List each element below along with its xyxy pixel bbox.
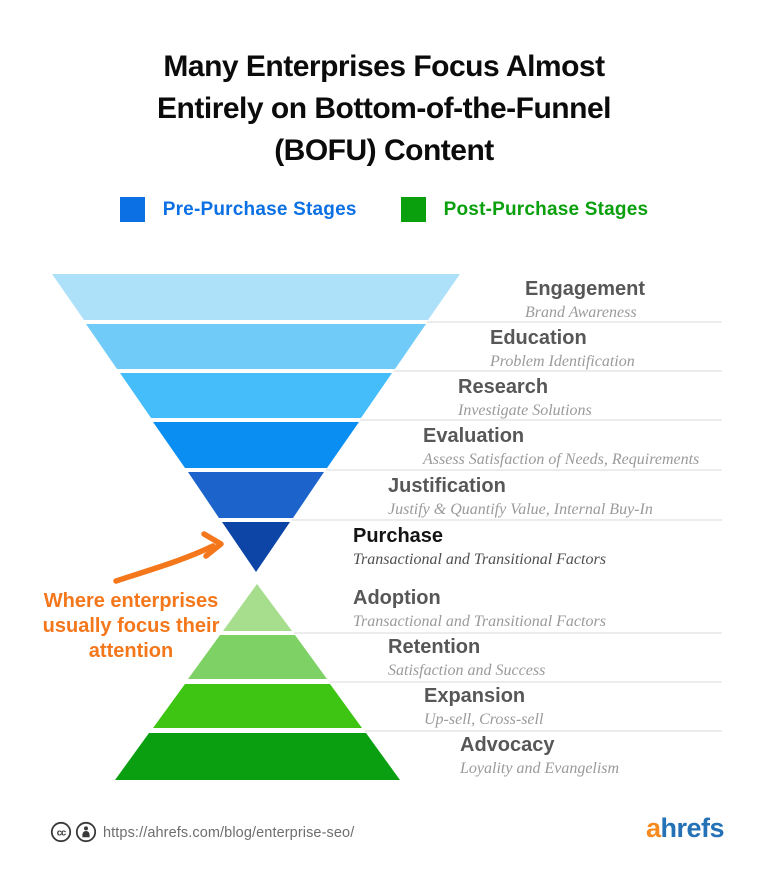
funnel-tier-research <box>120 373 392 418</box>
stage-title: Engagement <box>525 278 646 300</box>
stage-label-research: Research Investigate Solutions <box>458 376 592 420</box>
funnel-tier-justification <box>188 472 324 518</box>
pyramid-tier-advocacy <box>115 733 400 780</box>
stage-label-justification: Justification Justify & Quantify Value, … <box>388 475 653 519</box>
stage-subtitle: Transactional and Transitional Factors <box>353 613 606 630</box>
cc-letters: cc <box>57 828 66 839</box>
stage-title: Purchase <box>353 525 444 547</box>
annotation-arrow-head <box>201 531 224 559</box>
stage-subtitle: Up-sell, Cross-sell <box>424 711 544 728</box>
annotation-line-2: usually focus their <box>42 615 220 637</box>
cc-license-icon: cc <box>50 821 72 843</box>
attribution-person-icon <box>75 821 97 843</box>
stage-label-engagement: Engagement Brand Awareness <box>525 278 645 322</box>
pyramid-tier-expansion <box>153 684 362 728</box>
stage-label-retention: Retention Satisfaction and Success <box>388 636 545 680</box>
post-purchase-swatch-icon <box>400 197 426 222</box>
stage-label-adoption: Adoption Transactional and Transitional … <box>353 587 606 631</box>
pyramid-tier-adoption <box>223 584 292 631</box>
ahrefs-logo: ahrefs <box>646 813 725 844</box>
stage-subtitle: Justify & Quantify Value, Internal Buy-I… <box>388 501 653 518</box>
stage-label-evaluation: Evaluation Assess Satisfaction of Needs,… <box>423 425 699 469</box>
legend-item-post-purchase: Post-Purchase Stages <box>400 197 649 222</box>
funnel-tier-purchase <box>222 522 290 572</box>
legend: Pre-Purchase Stages Post-Purchase Stages <box>0 197 768 222</box>
legend-item-pre-purchase: Pre-Purchase Stages <box>119 197 357 222</box>
tier-separator-lines <box>292 321 722 732</box>
source-url: https://ahrefs.com/blog/enterprise-seo/ <box>103 825 355 841</box>
stage-subtitle: Brand Awareness <box>525 304 637 321</box>
page-title-line-1: Many Enterprises Focus Almost <box>163 50 605 83</box>
stage-title: Expansion <box>424 685 526 707</box>
stage-label-expansion: Expansion Up-sell, Cross-sell <box>424 685 543 729</box>
stage-subtitle: Transactional and Transitional Factors <box>353 551 606 568</box>
stage-subtitle: Satisfaction and Success <box>388 662 546 679</box>
annotation-arrow-icon <box>113 531 224 584</box>
pre-purchase-swatch-icon <box>119 197 145 222</box>
stage-label-purchase: Purchase Transactional and Transitional … <box>353 525 606 569</box>
annotation-line-3: attention <box>88 640 174 662</box>
stage-subtitle: Investigate Solutions <box>458 402 592 419</box>
stage-title: Evaluation <box>423 425 525 447</box>
annotation-arrow-shaft <box>113 543 216 584</box>
page-title: Many Enterprises Focus Almost Entirely o… <box>0 46 768 172</box>
annotation-line-1: Where enterprises <box>43 590 219 612</box>
stage-title: Justification <box>388 475 506 497</box>
stage-title: Adoption <box>353 587 441 609</box>
stage-title: Research <box>458 376 549 398</box>
funnel-tier-engagement <box>52 274 460 320</box>
stage-title: Retention <box>388 636 481 658</box>
stage-label-education: Education Problem Identification <box>490 327 635 371</box>
stage-title: Advocacy <box>460 734 555 756</box>
stage-label-advocacy: Advocacy Loyality and Evangelism <box>460 734 619 778</box>
ahrefs-logo-a: a <box>646 813 661 843</box>
funnel-tier-evaluation <box>153 422 359 468</box>
stage-subtitle: Problem Identification <box>490 353 635 370</box>
ahrefs-logo-hrefs: hrefs <box>660 813 725 843</box>
page-title-line-3: (BOFU) Content <box>274 134 494 167</box>
pre-purchase-legend-label: Pre-Purchase Stages <box>162 198 357 220</box>
post-purchase-legend-label: Post-Purchase Stages <box>443 198 649 220</box>
pyramid-tier-retention <box>188 635 327 679</box>
funnel-tier-education <box>86 324 426 369</box>
stage-subtitle: Loyality and Evangelism <box>460 760 620 777</box>
stage-subtitle: Assess Satisfaction of Needs, Requiremen… <box>423 451 700 468</box>
stage-title: Education <box>490 327 587 349</box>
annotation-text: Where enterprises usually focus their at… <box>38 589 224 664</box>
page-title-line-2: Entirely on Bottom-of-the-Funnel <box>157 92 611 125</box>
